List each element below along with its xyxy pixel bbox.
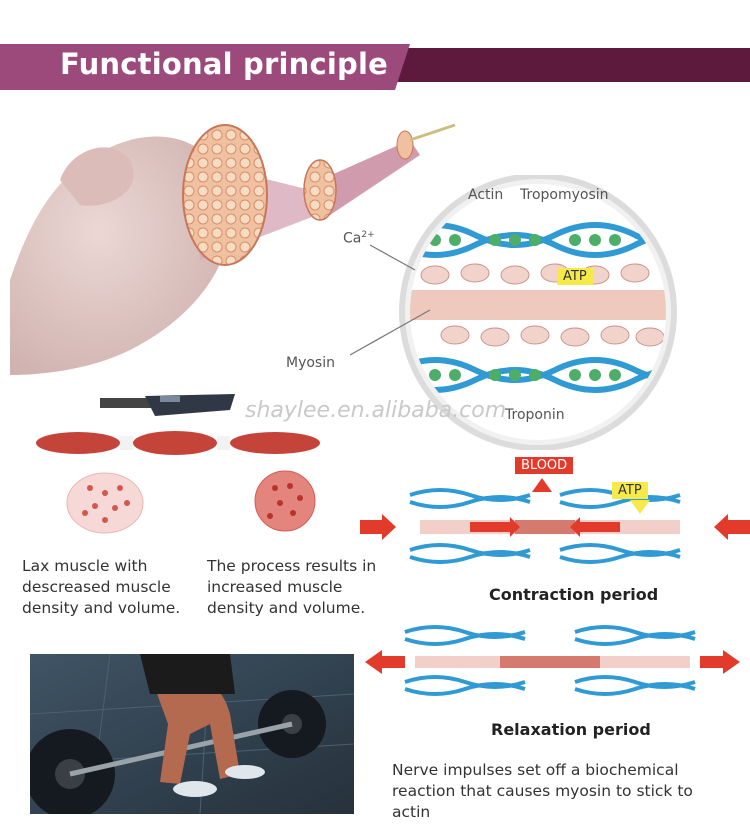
myosin-label: Myosin [286, 355, 335, 371]
relaxation-title: Relaxation period [491, 720, 651, 739]
after-caption: The process results in increased muscle … [207, 557, 377, 617]
blood-label: BLOOD [515, 457, 574, 474]
page-title: Functional principle [60, 47, 388, 81]
calcium-label: Ca2+ [343, 230, 375, 247]
pointer-lines [349, 244, 431, 356]
relaxation-diagram [365, 625, 740, 696]
contraction-atp-label: ATP [612, 482, 648, 499]
atp-label: ATP [557, 268, 593, 285]
actin-label: Actin [468, 187, 504, 203]
contraction-title: Contraction period [489, 585, 659, 604]
troponin-label: Troponin [505, 407, 565, 423]
sarcomere-detail-circle [399, 175, 677, 450]
before-caption: Lax muscle with descreased muscle densit… [22, 557, 181, 617]
tropomyosin-label: Tropomyosin [520, 187, 609, 203]
footer-text: Nerve impulses set off a biochemical rea… [392, 761, 693, 821]
muscle-fiber-illustration [10, 123, 456, 375]
device-muscle-comparison [36, 394, 320, 534]
contraction-diagram [360, 478, 750, 564]
header-banner [0, 44, 750, 90]
watermark: shaylee.en.alibaba.com [245, 398, 507, 423]
weightlifting-photo [30, 654, 354, 814]
